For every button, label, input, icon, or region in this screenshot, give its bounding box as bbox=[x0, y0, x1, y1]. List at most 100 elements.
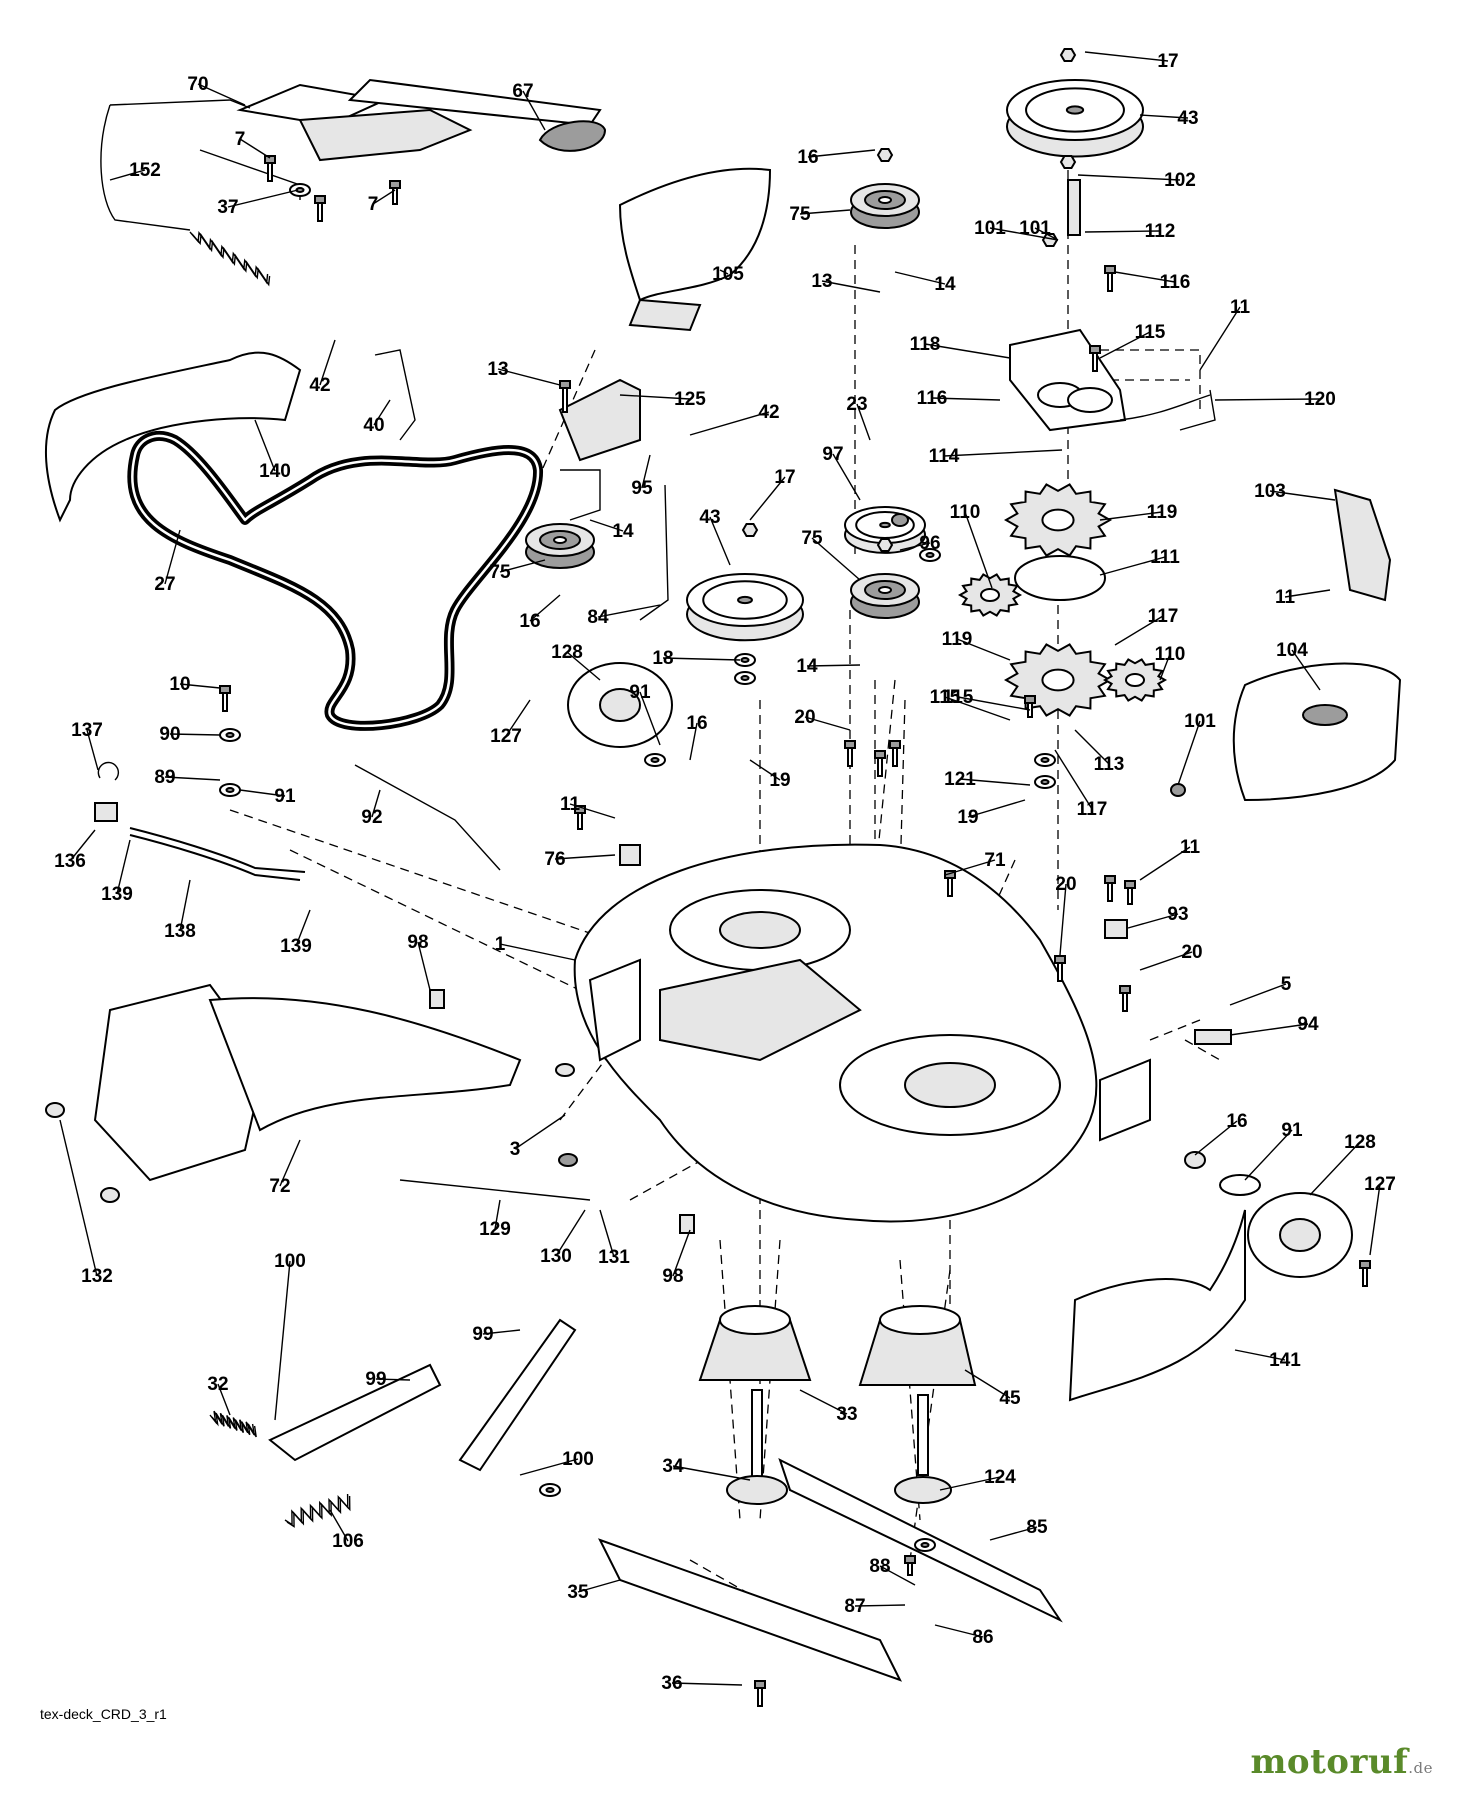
pulley-43-top bbox=[1006, 79, 1144, 158]
leader-100-101 bbox=[519, 1458, 579, 1476]
callout-45: 45 bbox=[999, 1388, 1021, 1409]
leader-35-110 bbox=[577, 1579, 621, 1593]
leader-7-35 bbox=[239, 138, 271, 159]
callout-11: 11 bbox=[1180, 837, 1201, 858]
leader-11-6 bbox=[1199, 306, 1241, 371]
callout-115: 115 bbox=[930, 687, 961, 708]
leader-87-112 bbox=[854, 1604, 906, 1607]
leader-72-92 bbox=[279, 1139, 301, 1187]
leader-113-20 bbox=[1074, 729, 1110, 765]
drawing-code: tex-deck_CRD_3_r1 bbox=[40, 1706, 167, 1722]
bolt-9 bbox=[1124, 880, 1136, 905]
callout-43: 43 bbox=[1177, 108, 1198, 129]
leader-139-73 bbox=[116, 839, 131, 895]
bolt-2 bbox=[1104, 265, 1116, 292]
bolt-7b bbox=[314, 195, 326, 222]
nut-3b bbox=[558, 1153, 578, 1167]
gear-110-right bbox=[1102, 658, 1168, 702]
callout-141: 141 bbox=[1269, 1350, 1301, 1371]
rod-84 bbox=[639, 484, 669, 621]
brand-suffix: .de bbox=[1408, 1759, 1433, 1777]
leader-19-23 bbox=[967, 799, 1026, 818]
bolt-11 bbox=[1054, 955, 1066, 982]
leader-11-76 bbox=[569, 803, 616, 819]
callout-100: 100 bbox=[562, 1449, 594, 1470]
leader-110-17 bbox=[1159, 653, 1171, 681]
leader-93-81 bbox=[1127, 913, 1179, 929]
callout-13: 13 bbox=[811, 271, 832, 292]
callout-17: 17 bbox=[1157, 51, 1178, 72]
callout-113: 113 bbox=[1094, 754, 1125, 775]
callout-121: 121 bbox=[944, 769, 976, 790]
leader-136-72 bbox=[69, 829, 96, 862]
leader-116-10 bbox=[931, 397, 1001, 401]
callout-127: 127 bbox=[490, 726, 522, 747]
leader-130-94 bbox=[555, 1209, 586, 1257]
callout-101: 101 bbox=[1019, 218, 1051, 239]
bolt-14 bbox=[904, 1555, 916, 1576]
callout-137: 137 bbox=[71, 720, 103, 741]
washer-5 bbox=[219, 728, 241, 742]
washer-37 bbox=[289, 183, 311, 197]
callout-67: 67 bbox=[512, 81, 533, 102]
callout-43: 43 bbox=[699, 507, 720, 528]
leader-13-43 bbox=[497, 368, 561, 386]
callout-106: 106 bbox=[332, 1531, 364, 1552]
leader-91-70 bbox=[239, 789, 286, 797]
callout-136: 136 bbox=[54, 851, 86, 872]
callout-115: 115 bbox=[1135, 322, 1166, 343]
callout-14: 14 bbox=[796, 656, 818, 677]
leader-105-32 bbox=[719, 269, 729, 275]
leader-132-97 bbox=[59, 1119, 98, 1277]
washer-2 bbox=[1034, 753, 1056, 767]
leader-42-39 bbox=[319, 339, 336, 386]
leader-17-0 bbox=[1084, 51, 1169, 62]
callout-16: 16 bbox=[519, 611, 540, 632]
brand-logo[interactable]: motoruf.de bbox=[1250, 1742, 1433, 1782]
callout-11: 11 bbox=[1275, 587, 1296, 608]
leader-111-13 bbox=[1099, 556, 1166, 576]
callout-18: 18 bbox=[652, 648, 673, 669]
leader-36-114 bbox=[671, 1682, 743, 1686]
callout-71: 71 bbox=[984, 850, 1006, 871]
leader-99-99 bbox=[375, 1378, 411, 1381]
callout-85: 85 bbox=[1026, 1517, 1048, 1538]
washer-6 bbox=[219, 783, 241, 797]
leader-32-102 bbox=[217, 1383, 231, 1416]
washer-4 bbox=[919, 548, 941, 562]
callout-36: 36 bbox=[661, 1673, 682, 1694]
leader-97-48 bbox=[832, 453, 861, 501]
idler-bracket bbox=[558, 378, 641, 462]
callout-7: 7 bbox=[235, 129, 246, 150]
callout-87: 87 bbox=[844, 1596, 865, 1617]
callout-93: 93 bbox=[1167, 904, 1188, 925]
leader-89-69 bbox=[164, 776, 221, 781]
leader-96-52 bbox=[899, 542, 931, 551]
hose-138 bbox=[129, 834, 301, 881]
callout-42: 42 bbox=[758, 402, 779, 423]
callout-16: 16 bbox=[686, 713, 707, 734]
leader-45-106 bbox=[964, 1369, 1011, 1399]
lift-arm-99b bbox=[458, 1318, 577, 1472]
grease-fitting-98b bbox=[679, 1214, 695, 1234]
leader-16-62 bbox=[689, 722, 698, 761]
nut-0 bbox=[1059, 48, 1077, 62]
washer-8 bbox=[914, 1538, 936, 1552]
parts-artwork bbox=[45, 48, 1402, 1707]
leader-110-14 bbox=[964, 511, 993, 589]
spring-106 bbox=[284, 1493, 351, 1528]
leader-23-47 bbox=[856, 403, 871, 441]
nut-3 bbox=[876, 538, 894, 552]
leader-118-8 bbox=[924, 343, 1011, 359]
callout-115: 115 bbox=[943, 687, 974, 708]
grease-fitting-98a bbox=[429, 989, 445, 1009]
callout-91: 91 bbox=[629, 682, 651, 703]
guard-103 bbox=[1333, 488, 1392, 602]
callout-19: 19 bbox=[769, 770, 790, 791]
bolt-4 bbox=[574, 805, 586, 830]
leader-16-27 bbox=[807, 149, 876, 158]
leader-128-90 bbox=[1309, 1141, 1361, 1196]
leader-75-54 bbox=[499, 559, 546, 573]
gasket-111 bbox=[1014, 555, 1106, 601]
